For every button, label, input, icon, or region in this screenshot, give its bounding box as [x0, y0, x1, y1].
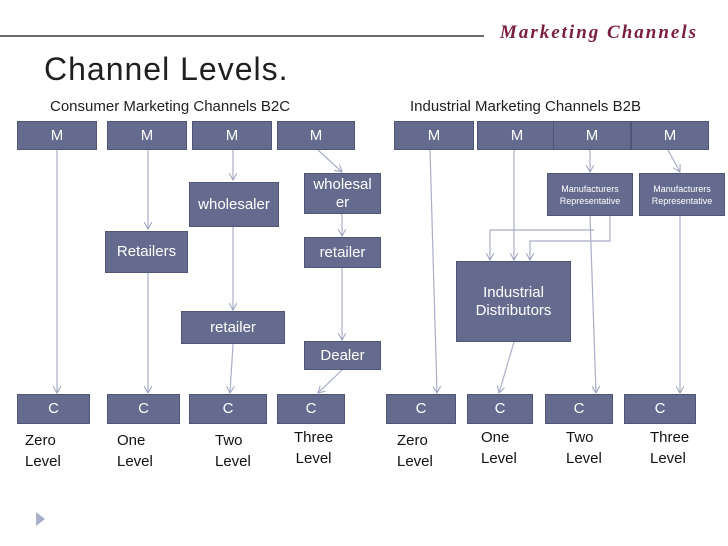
- b2b-c-two: C: [545, 394, 613, 424]
- b2b-c-three: C: [624, 394, 696, 424]
- b2b-c-zero: C: [386, 394, 456, 424]
- b2c-m-zero: M: [17, 121, 97, 150]
- brand-title: Marketing Channels: [499, 22, 698, 43]
- b2b-industrial-distributors-box: Industrial Distributors: [456, 261, 571, 342]
- b2c-section-title: Consumer Marketing Channels B2C: [50, 98, 291, 115]
- b2c-c-three: C: [277, 394, 345, 424]
- b2b-manufacturers-rep-2: Manufacturers Representative: [639, 173, 725, 216]
- b2c-c-two: C: [189, 394, 267, 424]
- b2c-m-three: M: [277, 121, 355, 150]
- b2b-m-one: M: [477, 121, 557, 150]
- b2c-m-two: M: [192, 121, 272, 150]
- b2c-retailer-three-box: retailer: [304, 237, 381, 268]
- b2b-m-zero: M: [394, 121, 474, 150]
- b2c-m-one: M: [107, 121, 187, 150]
- page-title: Channel Levels.: [44, 51, 289, 87]
- b2b-section-title: Industrial Marketing Channels B2B: [410, 98, 641, 115]
- b2b-m-three: M: [631, 121, 709, 150]
- b2c-c-one: C: [107, 394, 180, 424]
- b2c-c-zero: C: [17, 394, 90, 424]
- b2c-wholesaler-three-box: wholesal er: [304, 173, 381, 214]
- b2b-manufacturers-rep-1: Manufacturers Representative: [547, 173, 633, 216]
- slide-bullet-icon: [36, 512, 45, 526]
- b2b-m-two: M: [553, 121, 631, 150]
- b2c-retailer-box: retailer: [181, 311, 285, 344]
- header-rule: [0, 35, 484, 37]
- b2c-wholesaler-box: wholesaler: [189, 182, 279, 227]
- b2c-retailers-box: Retailers: [105, 231, 188, 273]
- b2b-c-one: C: [467, 394, 533, 424]
- b2c-dealer-box: Dealer: [304, 341, 381, 370]
